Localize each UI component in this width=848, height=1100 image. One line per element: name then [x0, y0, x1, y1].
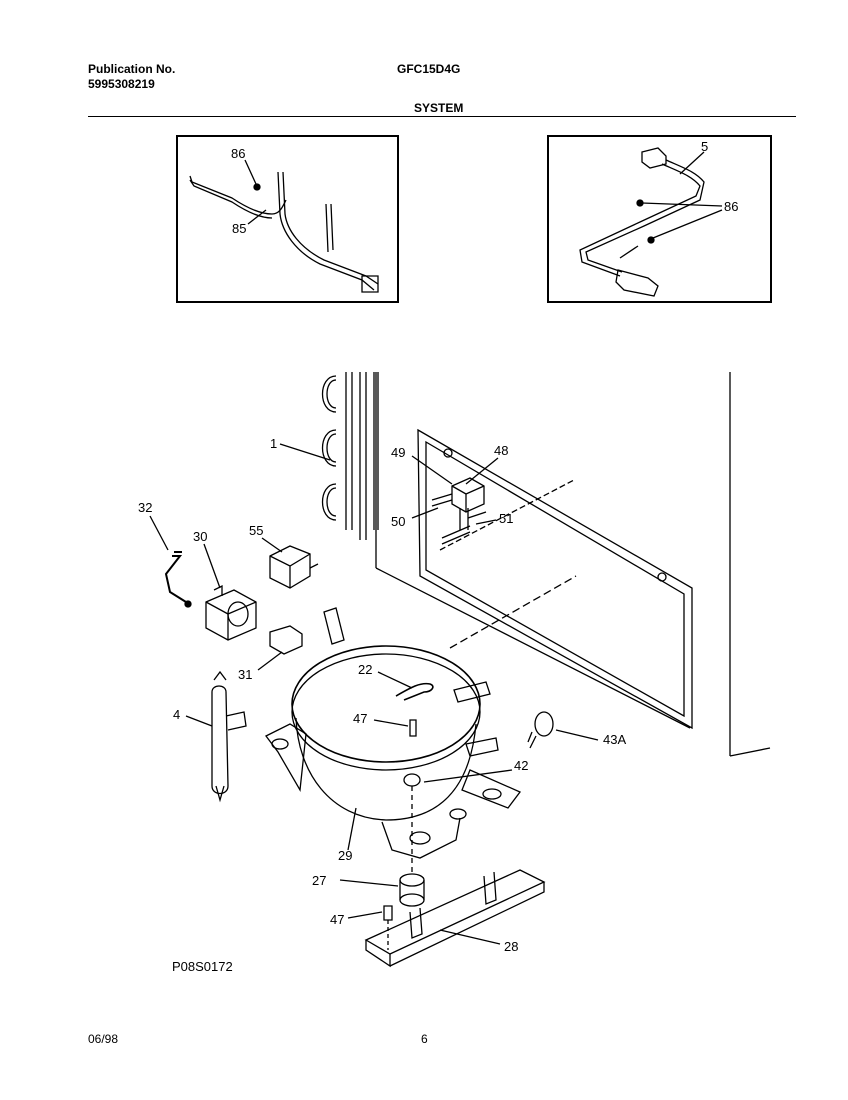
cabinet-outline	[375, 372, 771, 757]
callout-86b: 86	[724, 199, 738, 214]
callout-43a: 43A	[603, 732, 626, 747]
grommet-27	[399, 873, 425, 907]
leader-22	[377, 671, 413, 689]
footer-page-number: 6	[421, 1032, 428, 1046]
callout-32: 32	[138, 500, 152, 515]
leader-86b	[641, 202, 723, 207]
callout-48: 48	[494, 443, 508, 458]
leader-47a	[373, 719, 409, 727]
callout-27: 27	[312, 873, 326, 888]
leader-48	[465, 457, 499, 485]
leader-42	[423, 769, 513, 783]
callout-28: 28	[504, 939, 518, 954]
leader-28	[439, 929, 501, 945]
light-harness-5	[579, 147, 705, 297]
footer-date: 06/98	[88, 1032, 119, 1046]
screw-86c	[647, 236, 655, 244]
callout-22: 22	[358, 662, 372, 677]
leader-86c	[652, 209, 723, 239]
screw-47a	[409, 719, 417, 737]
leader-27	[339, 879, 399, 887]
leader-43a	[555, 729, 599, 741]
relay-30	[205, 584, 257, 641]
leader-1	[279, 443, 331, 461]
leader-4	[185, 715, 213, 727]
wire-harness-85	[189, 171, 379, 293]
bracket-32-end	[184, 600, 192, 608]
leader-32	[149, 515, 169, 551]
leader-47b	[347, 911, 383, 919]
drawing-code: P08S0172	[172, 959, 233, 974]
section-title: SYSTEM	[414, 101, 464, 115]
condenser-coil	[322, 372, 379, 540]
drier-4	[211, 670, 247, 803]
callout-4: 4	[173, 707, 180, 722]
callout-49: 49	[391, 445, 405, 460]
callout-47a: 47	[353, 711, 367, 726]
clip-22	[395, 682, 434, 701]
leader-29	[347, 807, 357, 851]
leader-50	[411, 507, 439, 519]
callout-1: 1	[270, 436, 277, 451]
leader-49	[411, 455, 453, 485]
callout-29: 29	[338, 848, 352, 863]
publication-label: Publication No.	[88, 62, 176, 76]
callout-30: 30	[193, 529, 207, 544]
overload-55	[269, 545, 319, 589]
leader-5	[679, 151, 705, 175]
leader-30	[203, 543, 221, 589]
callout-55: 55	[249, 523, 263, 538]
inset-light-harness	[547, 135, 772, 303]
screw-47b	[383, 905, 393, 921]
screw-86a	[253, 183, 261, 191]
valve-assembly	[431, 477, 487, 545]
callout-42: 42	[514, 758, 528, 773]
clamp-43a	[527, 711, 554, 749]
leader-86a	[244, 159, 257, 185]
callout-47b: 47	[330, 912, 344, 927]
rail-28	[364, 869, 546, 968]
leader-85	[247, 209, 267, 225]
callout-86a: 86	[231, 146, 245, 161]
compressor-29	[265, 607, 522, 859]
callout-85: 85	[232, 221, 246, 236]
callout-5: 5	[701, 139, 708, 154]
callout-50: 50	[391, 514, 405, 529]
publication-number: 5995308219	[88, 77, 155, 91]
callout-51: 51	[499, 511, 513, 526]
leader-31	[257, 651, 283, 671]
leader-55	[261, 537, 283, 553]
bracket-32	[164, 551, 187, 603]
cover-31	[269, 625, 303, 655]
model-number: GFC15D4G	[397, 62, 461, 76]
inset-wire-harness	[176, 135, 399, 303]
leader-51	[475, 519, 497, 525]
header-rule	[88, 116, 796, 117]
callout-31: 31	[238, 667, 252, 682]
